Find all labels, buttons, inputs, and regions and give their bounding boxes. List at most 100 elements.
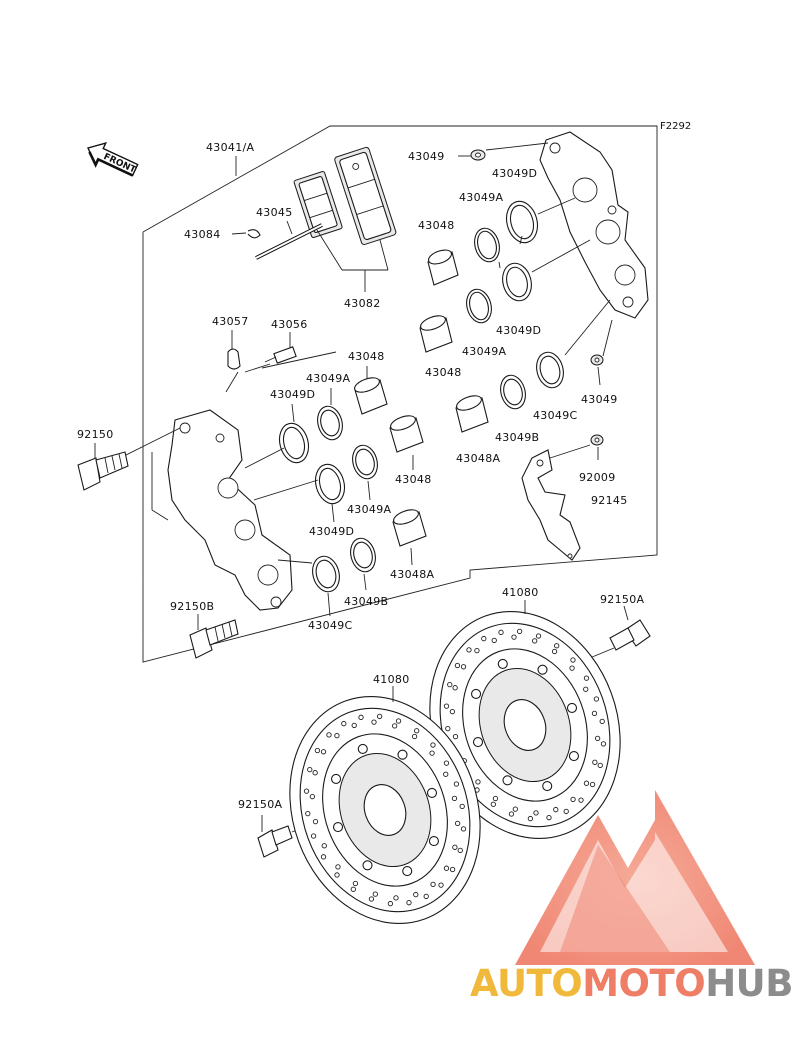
vent-hole bbox=[466, 647, 472, 653]
bleed-cap-icon bbox=[227, 348, 241, 370]
label-43049D-left: 43049D bbox=[270, 388, 315, 401]
vent-hole bbox=[387, 900, 394, 907]
vent-hole bbox=[563, 808, 569, 815]
vent-hole bbox=[303, 788, 310, 794]
label-43049D-top: 43049D bbox=[492, 167, 537, 180]
vent-hole bbox=[392, 723, 398, 729]
vent-hole bbox=[312, 770, 318, 776]
rotor-button bbox=[537, 664, 548, 675]
vent-hole bbox=[597, 762, 603, 769]
vent-hole bbox=[321, 843, 327, 849]
vent-hole bbox=[599, 718, 605, 725]
brake-pad-set-icon bbox=[293, 146, 397, 245]
bolt-92009-icon bbox=[590, 434, 604, 446]
seal-43049B-right-icon bbox=[500, 374, 526, 410]
label-43049A-left: 43049A bbox=[306, 372, 350, 385]
seal-43049C-right-icon bbox=[536, 351, 564, 389]
seal-43049A-low-icon bbox=[352, 444, 378, 480]
vent-hole bbox=[460, 664, 467, 670]
label-43048A-low: 43048A bbox=[390, 568, 434, 581]
seal-43049D-left-icon bbox=[278, 422, 310, 464]
vent-hole bbox=[358, 714, 364, 720]
label-43057: 43057 bbox=[212, 315, 249, 328]
rotor-button bbox=[497, 658, 508, 669]
washer-43049-right-icon bbox=[590, 354, 604, 366]
vent-hole bbox=[429, 750, 435, 756]
vent-hole bbox=[449, 866, 456, 873]
vent-hole bbox=[491, 637, 497, 644]
vent-hole bbox=[447, 681, 453, 688]
vent-hole bbox=[307, 766, 313, 773]
vent-hole bbox=[430, 742, 436, 748]
vent-hole bbox=[395, 718, 402, 724]
vent-hole bbox=[305, 810, 311, 817]
vent-hole bbox=[452, 734, 459, 740]
piston-43048A-low-icon bbox=[392, 509, 427, 547]
vent-hole bbox=[443, 703, 450, 709]
piston-43048-lmid-icon bbox=[389, 415, 424, 453]
vent-hole bbox=[551, 648, 558, 655]
label-43082: 43082 bbox=[344, 297, 381, 310]
vent-hole bbox=[490, 801, 496, 807]
vent-hole bbox=[589, 781, 596, 788]
pad-spring-bracket-icon bbox=[521, 449, 581, 561]
rotor-button bbox=[362, 860, 373, 871]
label-43049D-mid: 43049D bbox=[496, 324, 541, 337]
vent-hole bbox=[546, 815, 552, 821]
vent-hole bbox=[314, 747, 321, 754]
vent-hole bbox=[393, 895, 399, 901]
vent-hole bbox=[350, 886, 356, 892]
vent-hole bbox=[474, 647, 480, 654]
vent-hole bbox=[511, 634, 517, 640]
bolt-92150B-icon bbox=[189, 619, 239, 659]
watermark-brand-text: AUTOMOTOHUB bbox=[470, 962, 793, 1005]
vent-hole bbox=[326, 732, 332, 738]
vent-hole bbox=[492, 795, 499, 802]
vent-hole bbox=[532, 638, 538, 644]
left-caliper-body-icon bbox=[167, 409, 293, 611]
label-43049B-right: 43049B bbox=[495, 431, 539, 444]
bolt-92150A-right-icon bbox=[609, 619, 651, 651]
vent-hole bbox=[368, 896, 375, 902]
vent-hole bbox=[583, 675, 590, 681]
rotor-button bbox=[566, 702, 578, 713]
rotor-button bbox=[402, 866, 413, 877]
label-43045: 43045 bbox=[256, 206, 293, 219]
vent-hole bbox=[583, 686, 589, 692]
label-92150B: 92150B bbox=[170, 600, 214, 613]
vent-hole bbox=[553, 806, 559, 813]
vent-hole bbox=[554, 643, 560, 649]
vent-hole bbox=[341, 720, 347, 727]
label-43049A-mid: 43049A bbox=[462, 345, 506, 358]
vent-hole bbox=[335, 864, 341, 870]
vent-hole bbox=[481, 635, 487, 642]
seal-43049B-low-icon bbox=[350, 537, 376, 573]
vent-hole bbox=[583, 780, 590, 786]
vent-hole bbox=[406, 900, 412, 906]
vent-hole bbox=[334, 872, 340, 878]
seal-43049A-left-icon bbox=[317, 405, 343, 441]
label-43049-right: 43049 bbox=[581, 393, 618, 406]
rotor-button bbox=[357, 743, 368, 754]
label-41080-left: 41080 bbox=[373, 673, 410, 686]
label-92150A-left: 92150A bbox=[238, 798, 282, 811]
vent-hole bbox=[459, 803, 465, 810]
vent-hole bbox=[527, 815, 534, 822]
vent-hole bbox=[414, 728, 420, 734]
watermark-part-2: MOTO bbox=[582, 962, 706, 1005]
label-43049C-low: 43049C bbox=[308, 619, 352, 632]
vent-hole bbox=[475, 779, 481, 785]
piston-43048-mid-icon bbox=[419, 315, 453, 353]
label-43049C-right: 43049C bbox=[533, 409, 577, 422]
pad-clip-icon bbox=[247, 229, 261, 239]
vent-hole bbox=[533, 810, 539, 816]
piston-43048-left-icon bbox=[354, 377, 388, 415]
vent-hole bbox=[372, 891, 378, 897]
label-43048-left: 43048 bbox=[348, 350, 385, 363]
rotor-button bbox=[397, 749, 408, 760]
pad-pin-icon bbox=[255, 223, 323, 260]
label-92150: 92150 bbox=[77, 428, 114, 441]
rotor-button bbox=[331, 773, 342, 784]
brake-disc-right-icon bbox=[429, 610, 621, 840]
